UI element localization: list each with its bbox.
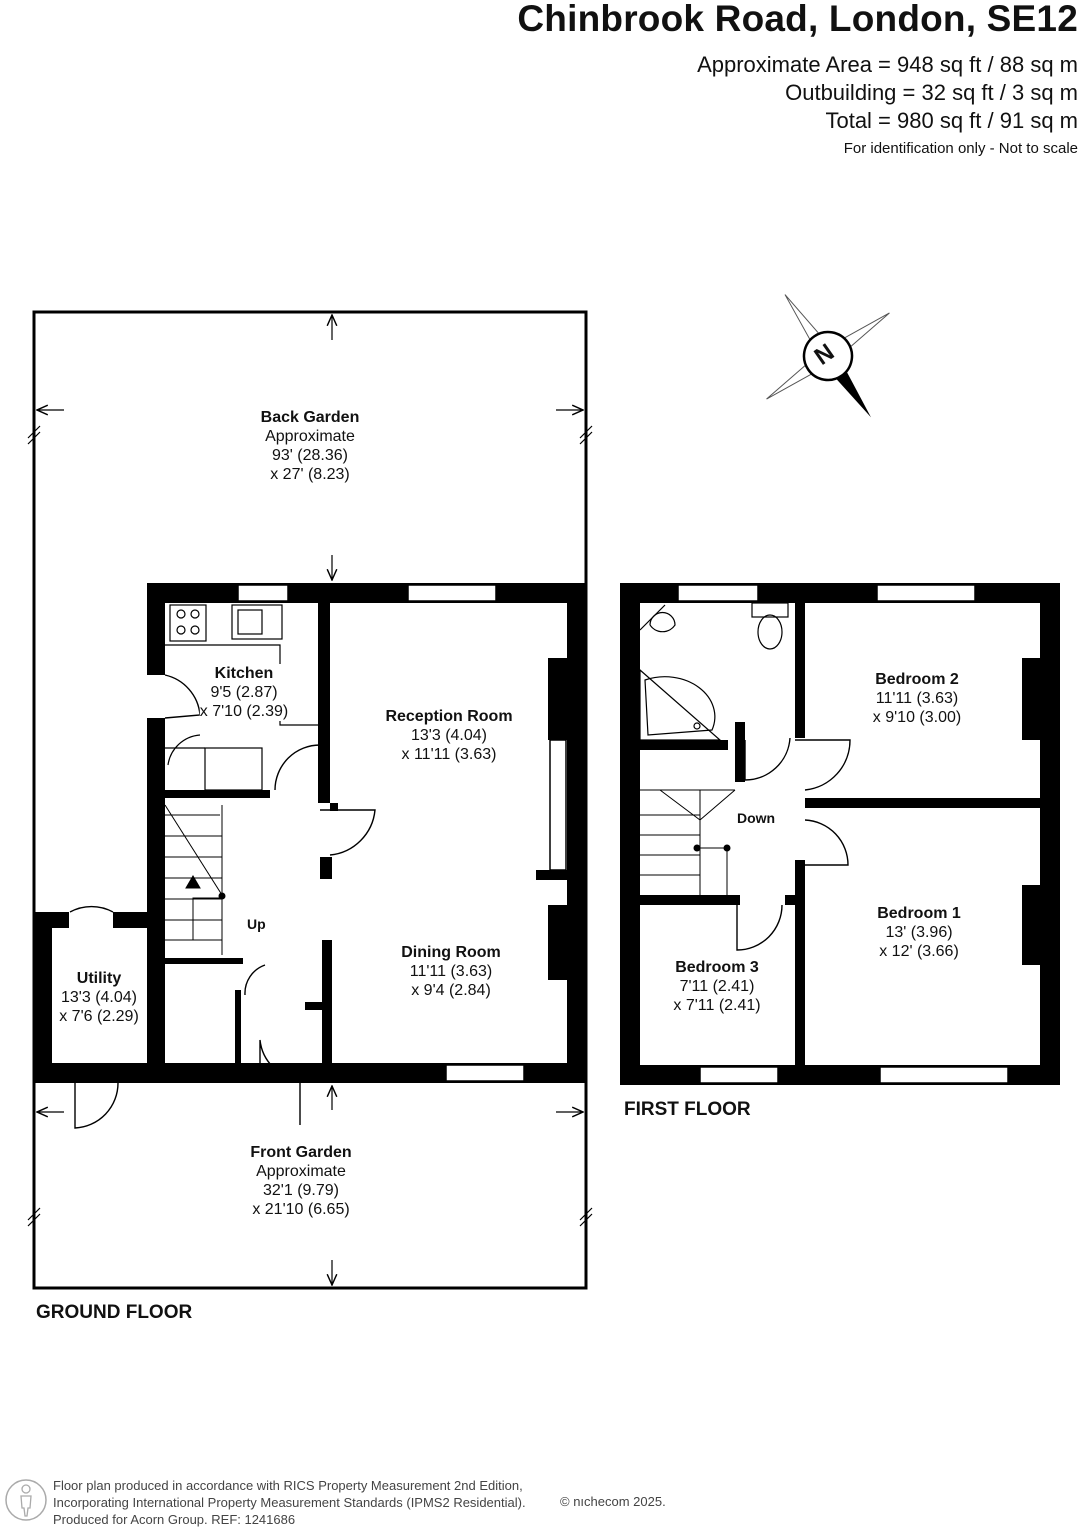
room-name: Utility [76,970,122,987]
stairs-down-label: Down [737,810,776,826]
bathroom-fittings [639,602,789,741]
room-name: Bedroom 2 [875,671,959,688]
room-dimension: x 21'10 (6.65) [252,1201,350,1218]
room-dimension: 32'1 (9.79) [263,1182,339,1199]
room-name: Reception Room [385,708,513,725]
plan-title: Chinbrook Road, London, SE12 [517,0,1078,39]
room-dimension: 13'3 (4.04) [60,989,137,1006]
room-dimension: Approximate [265,428,355,445]
stairs-up-label: Up [247,916,266,932]
total-area-text: Total = 980 sq ft / 91 sq m [825,108,1078,133]
back-garden-label: Back Garden Approximate 93' (28.36) x 27… [261,408,360,484]
bedroom-3-label: Bedroom 3 7'11 (2.41) x 7'11 (2.41) [673,958,760,1015]
person-icon [5,1479,47,1521]
room-name: Back Garden [260,409,360,426]
front-garden-label: Front Garden Approximate 32'1 (9.79) x 2… [250,1143,351,1219]
footer-line: Incorporating International Property Mea… [53,1495,526,1510]
first-floor-stairs [640,789,736,895]
room-dimension: 9'5 (2.87) [210,684,278,701]
footer-line: Floor plan produced in accordance with R… [53,1478,523,1493]
room-dimension: 93' (28.36) [272,447,348,464]
approximate-area-text: Approximate Area = 948 sq ft / 88 sq m [697,52,1078,77]
footer-line: Produced for Acorn Group. REF: 1241686 [53,1512,296,1527]
room-dimension: x 9'10 (3.00) [872,709,962,726]
scale-disclaimer: For identification only - Not to scale [843,140,1078,157]
ground-floor-title: GROUND FLOOR [36,1302,193,1323]
room-dimension: Approximate [256,1163,346,1180]
footer-notes: Floor plan produced in accordance with R… [53,1477,526,1528]
dining-room-label: Dining Room 11'11 (3.63) x 9'4 (2.84) [401,943,501,1000]
room-name: Dining Room [401,944,501,961]
room-dimension: 7'11 (2.41) [679,978,755,995]
outbuilding-area-text: Outbuilding = 32 sq ft / 3 sq m [785,80,1078,105]
garden-dimension-arrows [27,315,593,1285]
first-floor-doors [736,737,851,951]
room-dimension: x 27' (8.23) [270,466,350,483]
room-name: Bedroom 3 [675,959,759,976]
ground-floor-plan [27,310,593,1290]
ground-floor-stairs [164,804,226,955]
room-dimension: 13'3 (4.04) [411,727,487,744]
kitchen-fittings [165,604,318,791]
north-compass [766,294,890,418]
utility-label: Utility 13'3 (4.04) x 7'6 (2.29) [59,969,139,1026]
room-name: Kitchen [214,665,274,682]
ground-floor-doors [69,674,376,1129]
first-floor-title: FIRST FLOOR [624,1099,751,1120]
room-dimension: x 7'6 (2.29) [59,1008,139,1025]
first-floor-plan [620,583,1060,1085]
ground-floor-windows [237,584,567,1082]
room-dimension: x 7'10 (2.39) [199,703,289,720]
room-dimension: 11'11 (3.63) [875,690,959,707]
room-dimension: x 12' (3.66) [879,943,959,960]
room-name: Front Garden [250,1144,352,1161]
reception-room-label: Reception Room 13'3 (4.04) x 11'11 (3.63… [385,707,512,764]
first-floor-windows [677,584,1009,1084]
room-dimension: x 9'4 (2.84) [411,982,491,999]
bedroom-2-label: Bedroom 2 11'11 (3.63) x 9'10 (3.00) [873,670,961,727]
copyright-text: © nıchecom 2025. [560,1494,666,1509]
room-name: Bedroom 1 [877,905,961,922]
bedroom-1-label: Bedroom 1 13' (3.96) x 12' (3.66) [877,904,961,961]
room-dimension: 11'11 (3.63) [409,963,493,980]
room-dimension: x 11'11 (3.63) [401,746,497,763]
room-dimension: x 7'11 (2.41) [673,997,761,1014]
kitchen-label: Kitchen 9'5 (2.87) x 7'10 (2.39) [199,664,289,721]
room-dimension: 13' (3.96) [885,924,953,941]
